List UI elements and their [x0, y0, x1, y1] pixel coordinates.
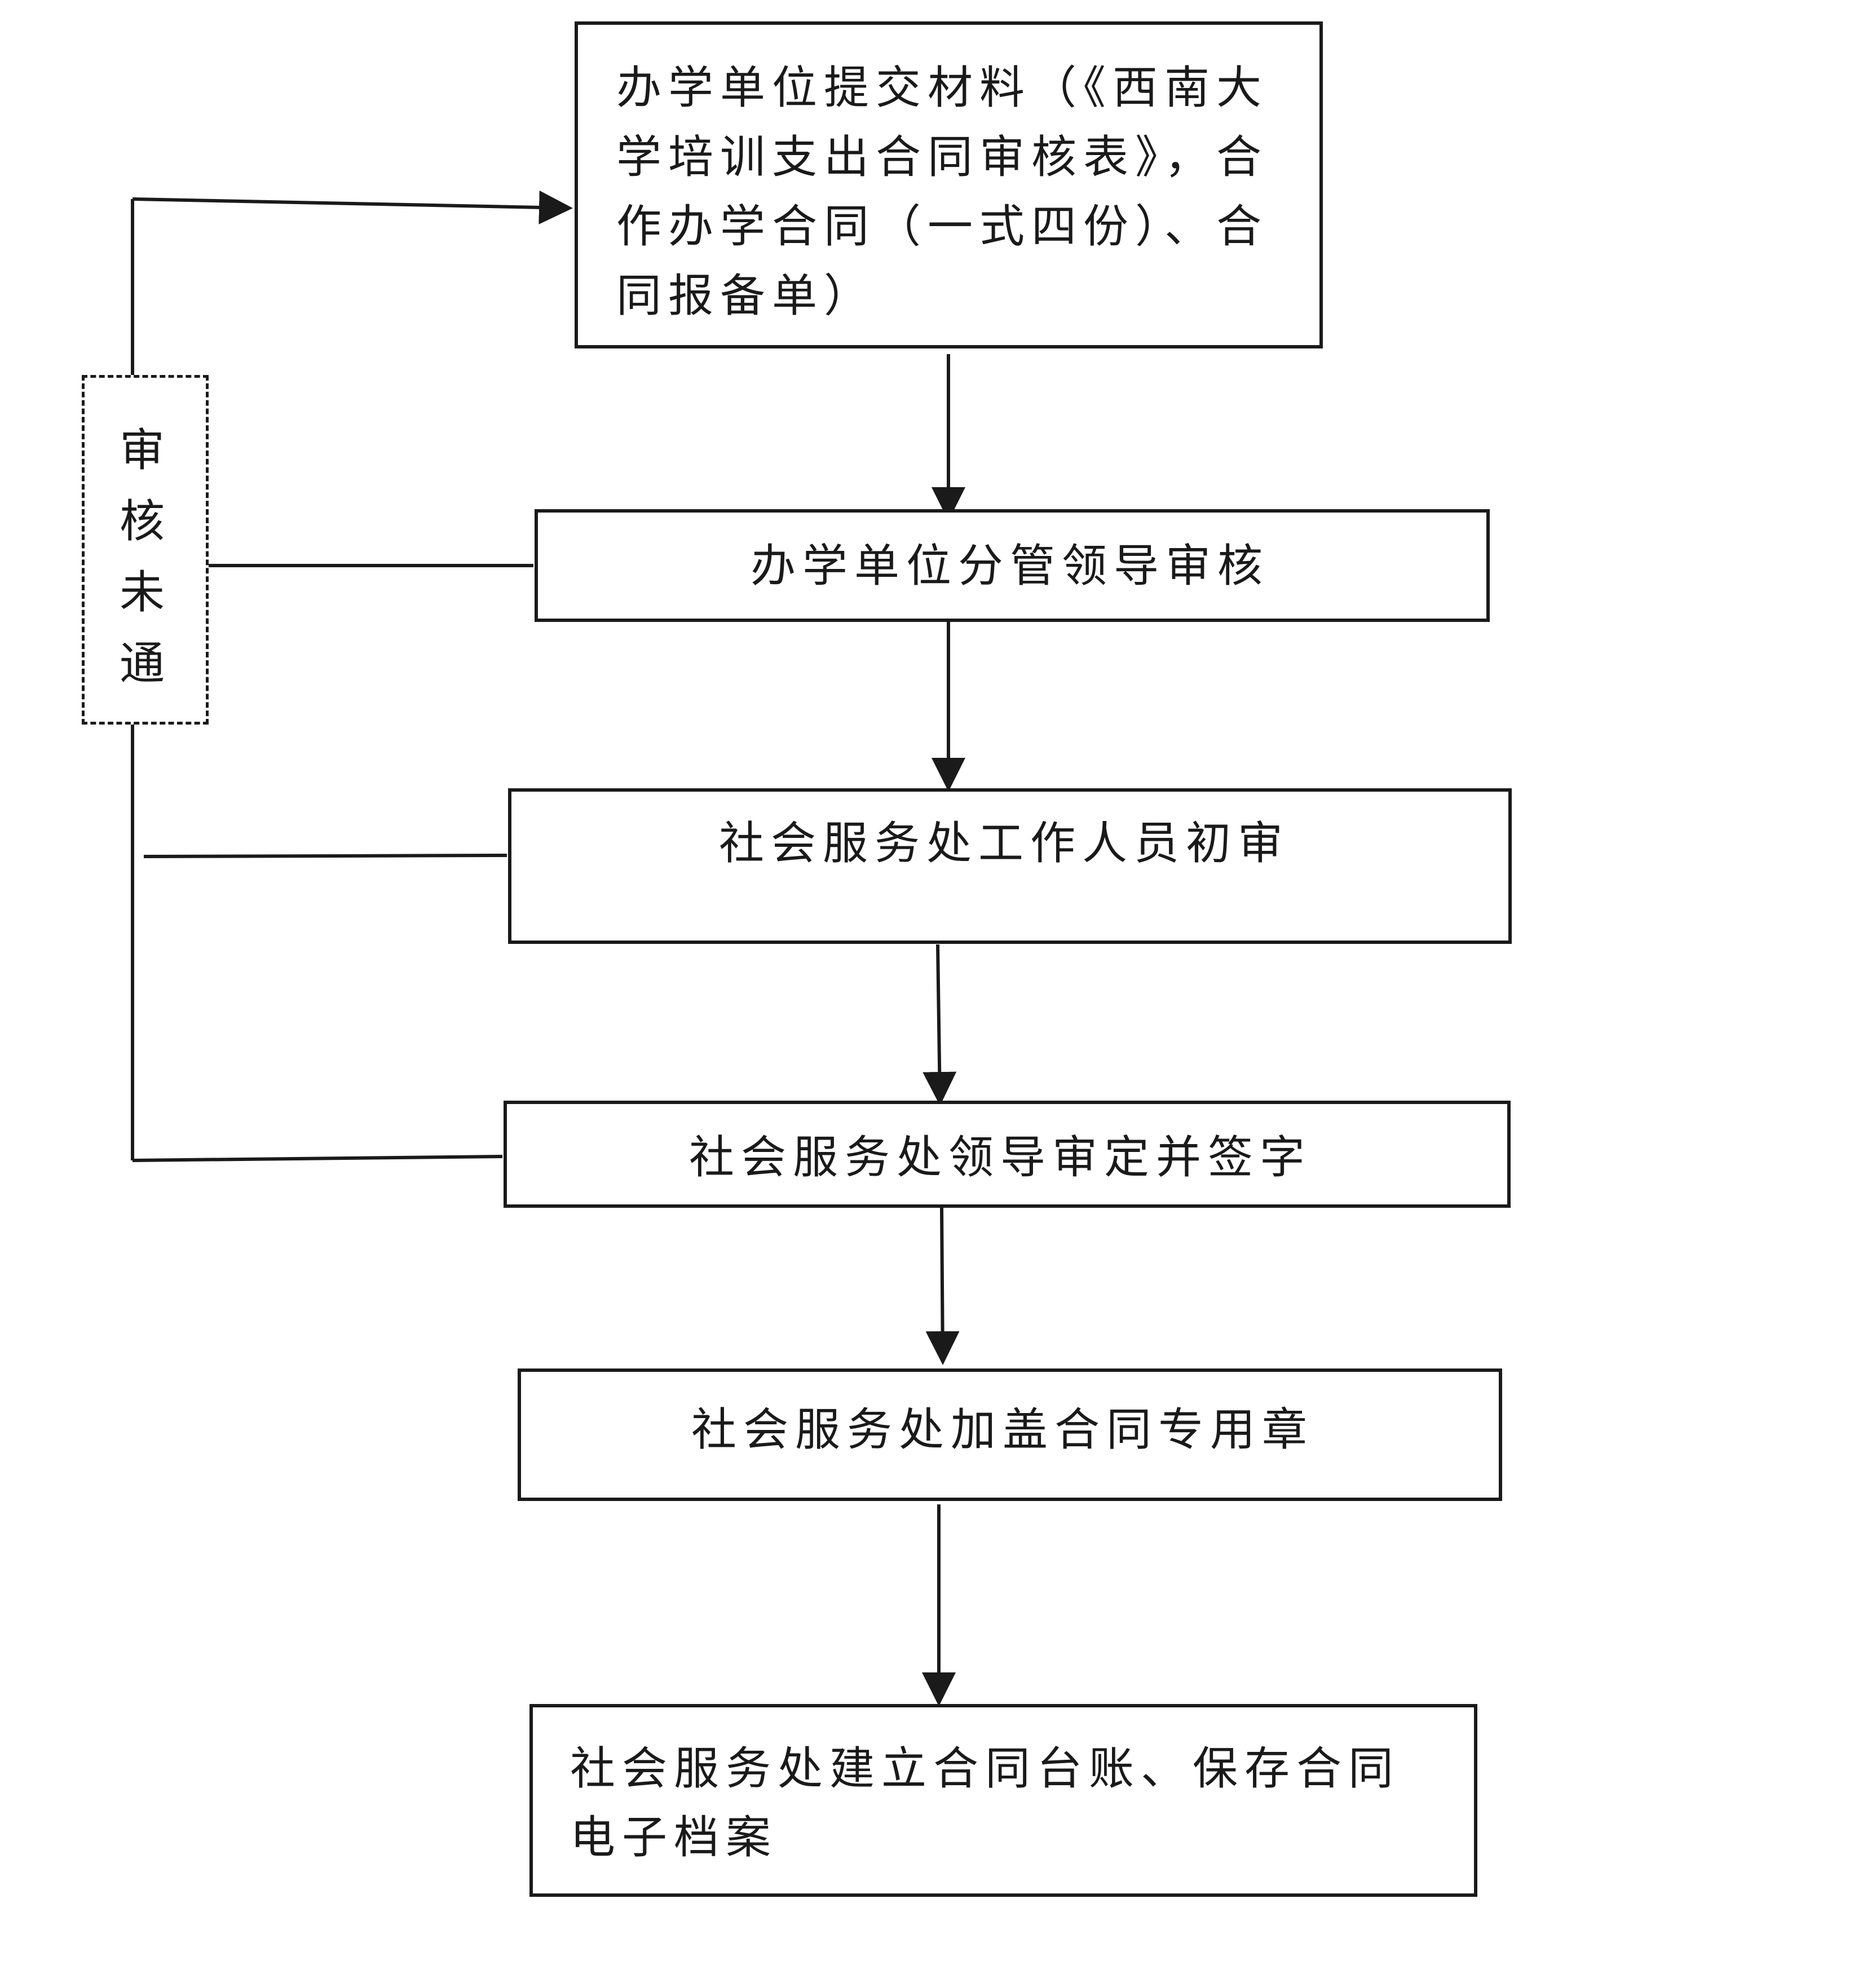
- arrow-sign-to-stamp: [925, 1207, 960, 1365]
- step-submit-materials: 办学单位提交材料（《西南大 学培训支出合同审核表》，合 作办学合同（一式四份）、…: [575, 21, 1323, 348]
- step-initial-review: 社会服务处工作人员初审: [508, 788, 1512, 944]
- step-contract-stamp-text: 社会服务处加盖合同专用章: [691, 1403, 1314, 1456]
- review-failed-label: 审 核 未 通: [120, 424, 165, 690]
- feedback-line-from-initial: [143, 854, 507, 858]
- feedback-arrow-to-submit: [132, 190, 573, 224]
- step-archive-text: 社会服务处建立合同台账、保存合同 电子档案: [570, 1742, 1400, 1864]
- step-unit-leader-review: 办学单位分管领导审核: [535, 509, 1490, 622]
- arrow-initial-to-sign: [922, 944, 957, 1106]
- step-submit-materials-text: 办学单位提交材料（《西南大 学培训支出合同审核表》，合 作办学合同（一式四份）、…: [616, 61, 1268, 322]
- step-contract-stamp: 社会服务处加盖合同专用章: [518, 1368, 1502, 1501]
- review-failed-box: 审 核 未 通: [82, 375, 209, 725]
- step-archive: 社会服务处建立合同台账、保存合同 电子档案: [529, 1704, 1477, 1897]
- step-leader-sign-text: 社会服务处领导审定并签字: [689, 1131, 1312, 1184]
- step-initial-review-text: 社会服务处工作人员初审: [719, 817, 1290, 869]
- step-unit-leader-review-text: 办学单位分管领导审核: [751, 540, 1269, 592]
- feedback-line-from-sign: [132, 1155, 503, 1162]
- step-leader-sign: 社会服务处领导审定并签字: [504, 1101, 1511, 1208]
